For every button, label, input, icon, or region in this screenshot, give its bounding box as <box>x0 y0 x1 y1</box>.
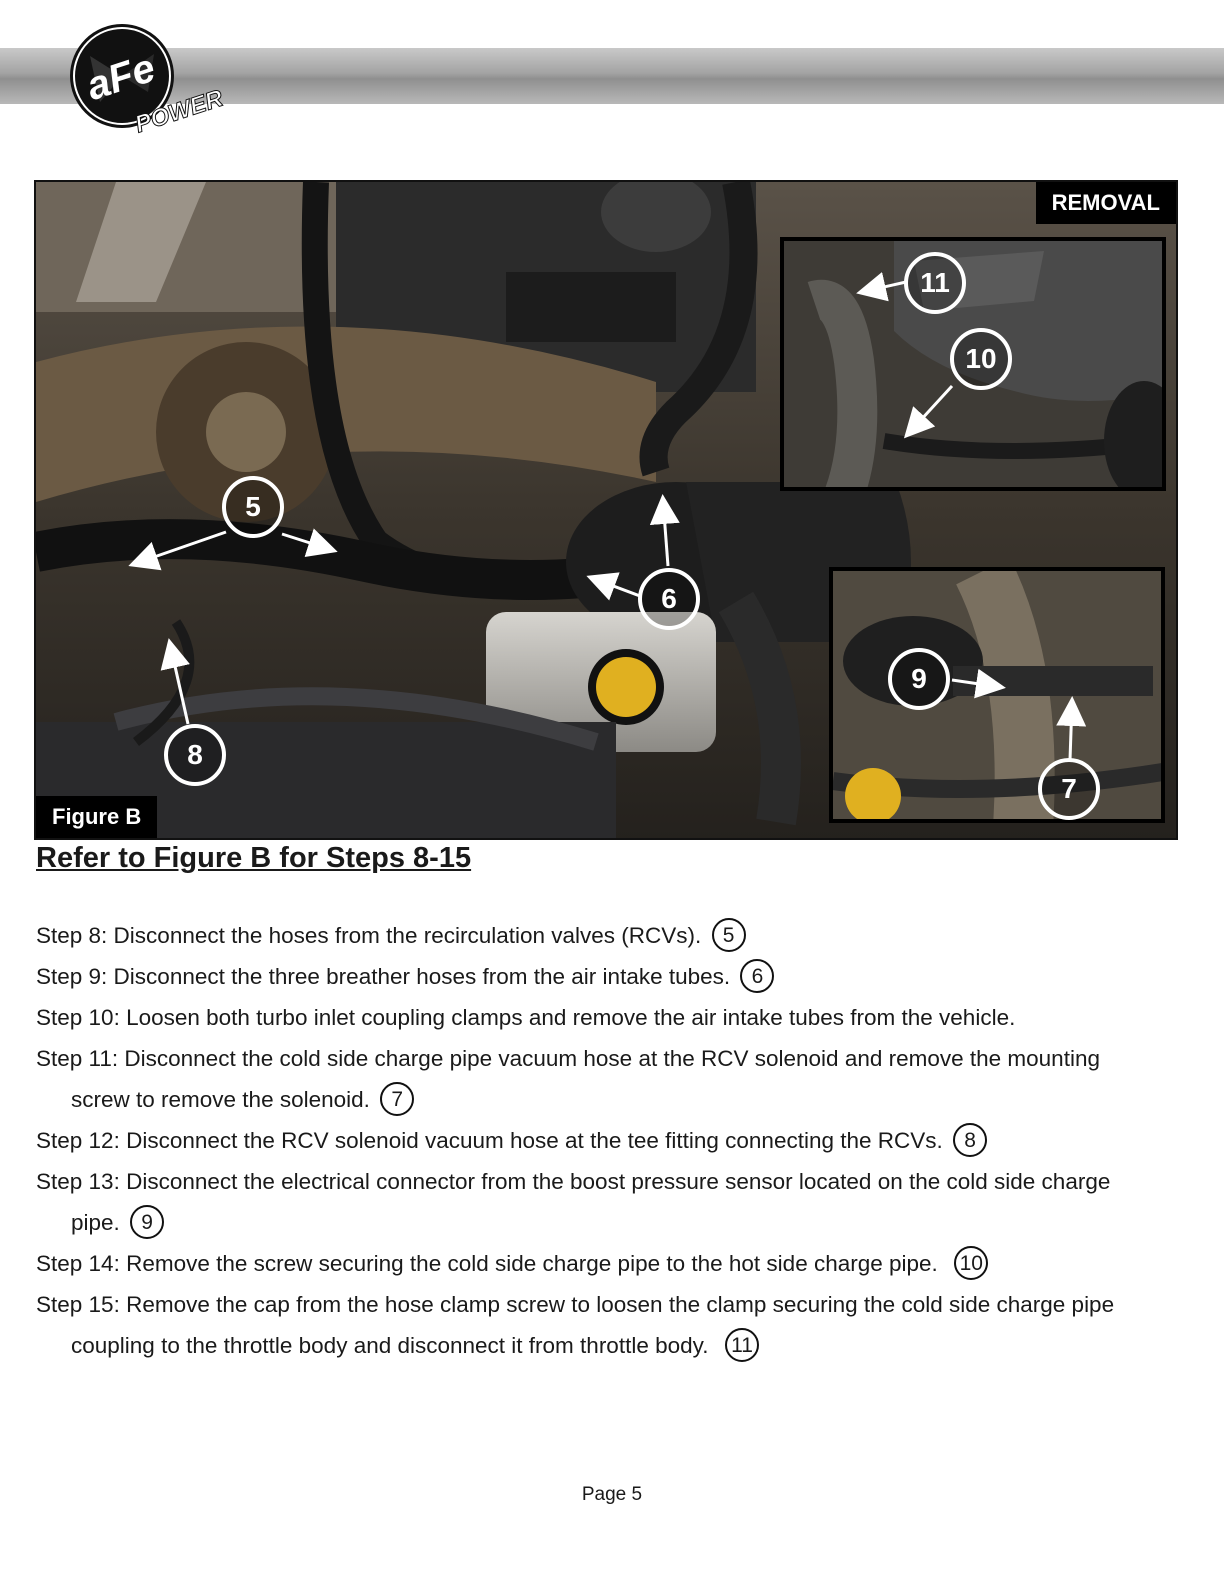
step-9: Step 9: Disconnect the three breather ho… <box>36 956 1186 997</box>
callout-8: 8 <box>164 724 226 786</box>
figure-b-photo: 5 6 8 11 10 9 7 REMOVAL Figure B <box>34 180 1178 840</box>
header-band <box>0 48 1224 104</box>
step-text: Step 13: Disconnect the electrical conne… <box>36 1169 1111 1194</box>
callout-5: 5 <box>222 476 284 538</box>
brand-subtitle: POWER <box>60 18 61 19</box>
step-ref-badge: 8 <box>953 1123 988 1158</box>
step-text: Step 11: Disconnect the cold side charge… <box>36 1046 1100 1071</box>
step-text: Step 14: Remove the screw securing the c… <box>36 1251 938 1276</box>
step-text: Step 15: Remove the cap from the hose cl… <box>36 1292 1115 1317</box>
step-ref-badge: 7 <box>380 1082 415 1117</box>
step-14: Step 14: Remove the screw securing the c… <box>36 1243 1186 1284</box>
figure-caption: Figure B <box>36 796 158 838</box>
step-continuation: screw to remove the solenoid. 7 <box>36 1079 1186 1120</box>
step-ref-badge: 6 <box>740 959 775 994</box>
inset-charge-pipe-image <box>833 571 1161 819</box>
step-text: Step 12: Disconnect the RCV solenoid vac… <box>36 1128 943 1153</box>
step-8: Step 8: Disconnect the hoses from the re… <box>36 915 1186 956</box>
step-text: Step 10: Loosen both turbo inlet couplin… <box>36 1005 1016 1030</box>
callout-10: 10 <box>950 328 1012 390</box>
callout-6: 6 <box>638 568 700 630</box>
step-ref-badge: 5 <box>711 918 746 953</box>
inset-photo-charge-pipe <box>829 567 1165 823</box>
step-12: Step 12: Disconnect the RCV solenoid vac… <box>36 1120 1186 1161</box>
step-cont-text: coupling to the throttle body and discon… <box>71 1333 709 1358</box>
step-continuation: coupling to the throttle body and discon… <box>36 1325 1186 1366</box>
step-13: Step 13: Disconnect the electrical conne… <box>36 1161 1186 1243</box>
step-cont-text: screw to remove the solenoid. <box>71 1087 370 1112</box>
brand-name: aFe <box>60 18 61 19</box>
refer-heading: Refer to Figure B for Steps 8-15 <box>36 842 472 874</box>
step-15: Step 15: Remove the cap from the hose cl… <box>36 1284 1186 1366</box>
callout-7: 7 <box>1038 758 1100 820</box>
removal-tag: REMOVAL <box>1035 182 1176 224</box>
step-ref-badge: 10 <box>954 1246 989 1281</box>
step-10: Step 10: Loosen both turbo inlet couplin… <box>36 997 1186 1038</box>
page-number: Page 5 <box>581 1484 643 1505</box>
callout-9: 9 <box>888 648 950 710</box>
step-11: Step 11: Disconnect the cold side charge… <box>36 1038 1186 1120</box>
step-continuation: pipe. 9 <box>36 1202 1186 1243</box>
step-text: Step 9: Disconnect the three breather ho… <box>36 964 731 989</box>
step-ref-badge: 11 <box>724 1328 759 1363</box>
step-cont-text: pipe. <box>71 1210 120 1235</box>
afe-power-logo: aFe POWER aFe POWER <box>60 18 250 139</box>
step-ref-badge: 9 <box>130 1205 165 1240</box>
callout-11: 11 <box>904 252 966 314</box>
step-text: Step 8: Disconnect the hoses from the re… <box>36 923 702 948</box>
steps-list: Step 8: Disconnect the hoses from the re… <box>36 915 1186 1366</box>
